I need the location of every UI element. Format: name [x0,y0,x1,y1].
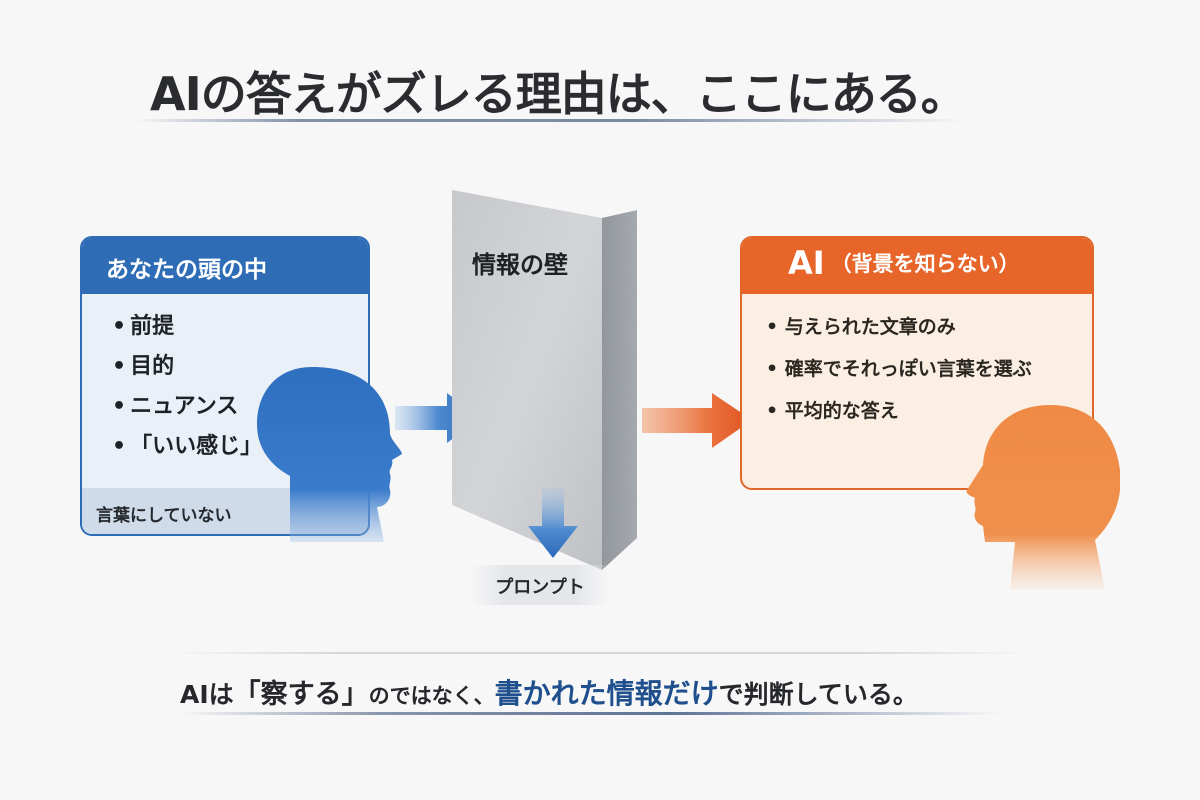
bullet-icon: • [112,354,127,379]
wall-label: 情報の壁 [472,251,568,279]
ai-header: AI（背景を知らない） [742,238,1092,294]
title-underline [135,119,965,122]
bullet-icon: • [766,316,779,338]
conclusion-text: AIは「察する」のではなく、書かれた情報だけで判断している。 [180,672,1020,712]
your-mind-list: •前提 •目的 •ニュアンス •「いい感じ」 [82,294,368,468]
list-item-label: 与えられた文章のみ [784,316,956,338]
list-item: •ニュアンス [112,388,368,428]
conclusion-part: AIは [180,680,234,709]
page-title: AIの答えがズレる理由は、ここにある。 [150,67,967,121]
ai-header-main: AI [788,244,825,282]
bullet-icon: • [766,400,779,422]
bullet-icon: • [112,314,127,339]
list-item-label: 平均的な答え [784,400,899,422]
list-item: • 与えられた文章のみ [766,312,1092,354]
ai-panel: AI（背景を知らない） • 与えられた文章のみ • 確率でそれっぽい言葉を選ぶ … [740,236,1094,490]
human-head-orange-icon [966,405,1120,590]
conclusion-underline [180,712,1000,715]
bullet-icon: • [112,394,127,419]
human-head-blue-icon [257,367,402,542]
prompt-label: プロンプト [470,565,610,605]
list-item-label: 前提 [130,314,175,339]
arrow-down-blue-icon [528,488,578,558]
conclusion-part: で判断している。 [718,680,918,709]
list-item: • 確率でそれっぽい言葉を選ぶ [766,354,1092,396]
conclusion-part: のではなく、 [368,684,495,708]
list-item-label: 確率でそれっぽい言葉を選ぶ [784,358,1032,380]
list-item-label: 「いい感じ」 [130,434,263,459]
list-item: •「いい感じ」 [112,428,368,468]
ai-list: • 与えられた文章のみ • 確率でそれっぽい言葉を選ぶ • 平均的な答え [742,294,1092,438]
your-mind-header: あなたの頭の中 [82,238,368,294]
ai-header-sub: （背景を知らない） [830,252,1020,276]
bullet-icon: • [112,434,127,459]
list-item: •目的 [112,348,368,388]
conclusion-top-rule [170,652,1030,654]
arrow-right-orange-icon [642,393,752,448]
conclusion-part: 「察する」 [233,679,369,710]
bullet-icon: • [766,358,779,380]
information-wall-icon [452,190,637,570]
list-item: •前提 [112,308,368,348]
list-item-label: 目的 [130,354,175,379]
conclusion-emphasis: 書かれた情報だけ [494,677,719,710]
list-item-label: ニュアンス [130,394,239,419]
list-item: • 平均的な答え [766,396,1092,438]
